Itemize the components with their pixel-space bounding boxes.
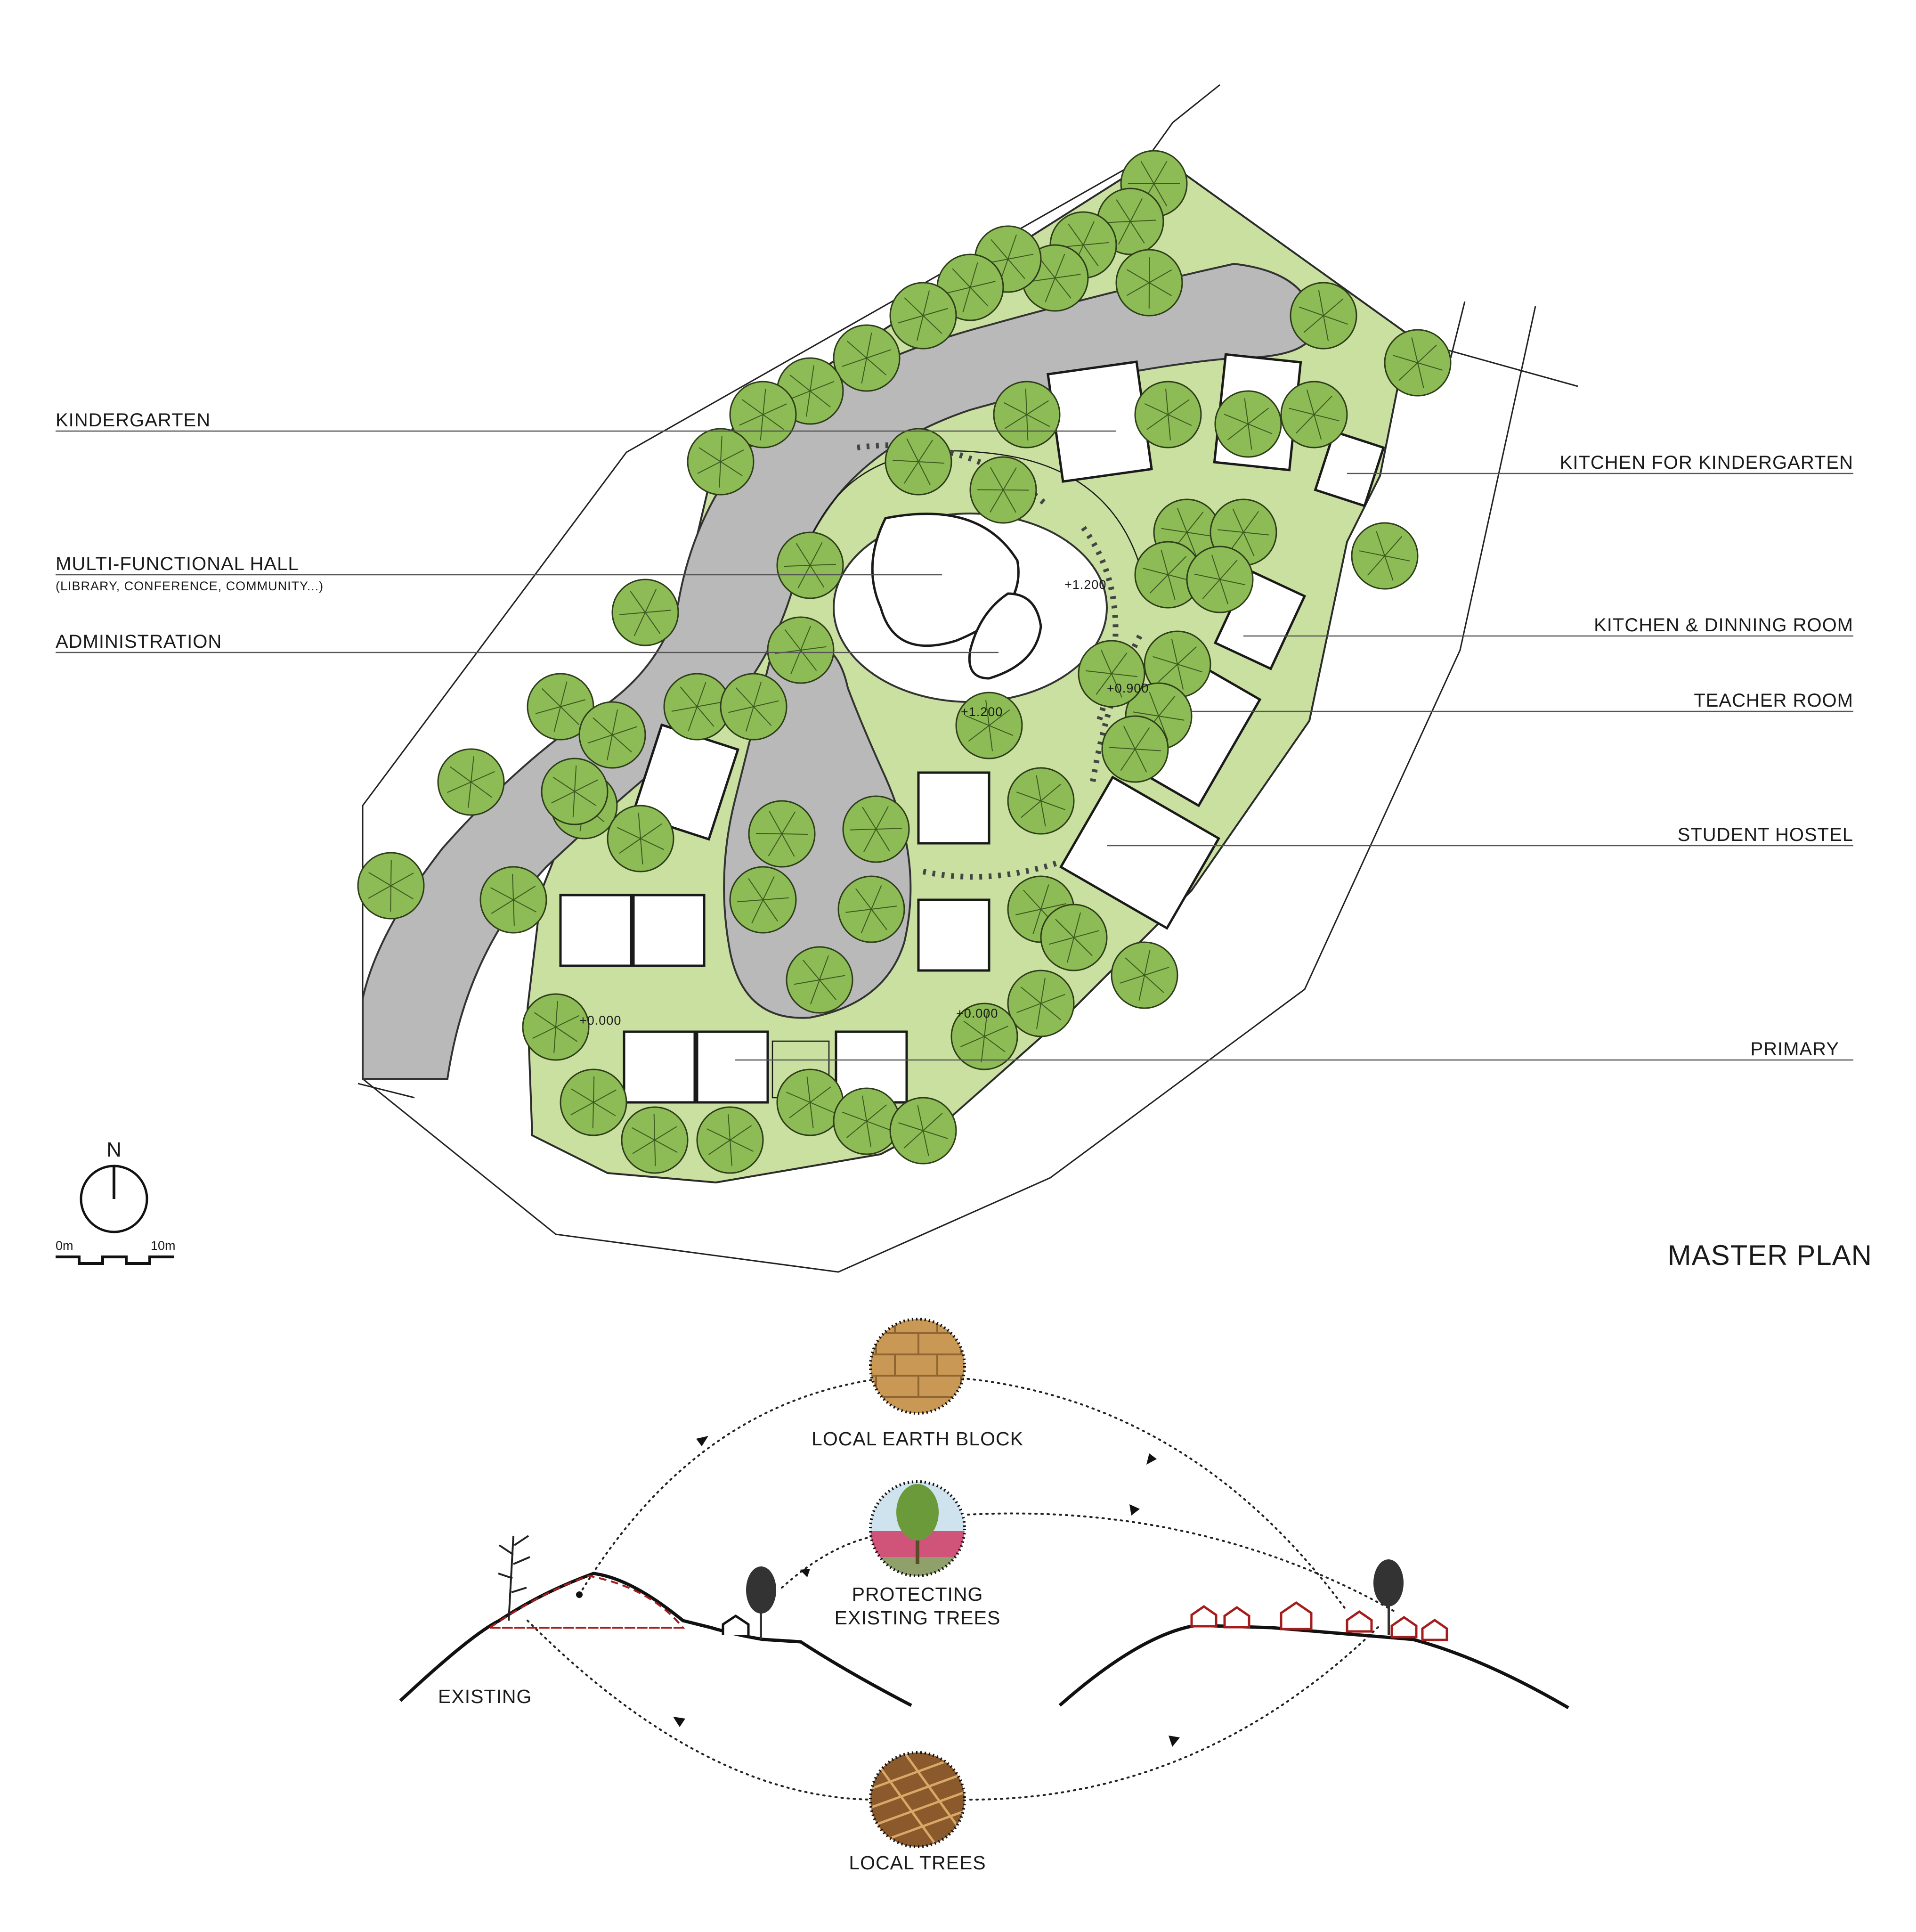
label-primary: PRIMARY: [1750, 1039, 1839, 1060]
level-mark-4: +1.200: [961, 705, 1003, 719]
bamboo-icon: [498, 1536, 530, 1621]
protecting-tree-icon: [867, 1479, 970, 1585]
label-existing-trees: EXISTING TREES: [835, 1607, 1001, 1629]
label-multi-functional-hall: MULTI-FUNCTIONAL HALL: [56, 554, 299, 574]
master-plan-title: MASTER PLAN: [1668, 1239, 1872, 1271]
tree-branch: [593, 1076, 594, 1102]
label-kitchen-dining: KITCHEN & DINNING ROOM: [1594, 615, 1853, 636]
concept-diagram: LOCAL EARTH BLOCK PROTECTING EXISTING TR…: [400, 1314, 1568, 1874]
level-mark-5: +0.900: [1107, 681, 1149, 695]
timber-icon: [867, 1748, 970, 1851]
classroom-block-e2: [918, 900, 989, 970]
tree-branch: [390, 886, 391, 912]
label-protecting: PROTECTING: [852, 1583, 983, 1605]
earth-block-icon: [867, 1314, 970, 1418]
level-mark-2: +0.000: [956, 1006, 998, 1020]
small-tree-icon: [746, 1566, 776, 1639]
north-letter: N: [106, 1138, 122, 1161]
label-existing: EXISTING: [438, 1686, 532, 1707]
classroom-block-w1: [560, 895, 631, 966]
classroom-block-e1: [918, 773, 989, 843]
label-local-trees: LOCAL TREES: [849, 1852, 986, 1874]
new-houses-icon: [1192, 1603, 1447, 1640]
label-kindergarten: KINDERGARTEN: [56, 410, 211, 431]
scale-start-label: 0m: [56, 1239, 73, 1253]
primary-block-2: [697, 1032, 768, 1102]
north-arrow: N: [81, 1138, 147, 1232]
scale-bar: 0m 10m: [56, 1239, 176, 1264]
label-teacher-room: TEACHER ROOM: [1694, 690, 1853, 711]
scale-end-label: 10m: [151, 1239, 176, 1253]
label-administration: ADMINISTRATION: [56, 631, 222, 652]
label-multi-functional-hall-sub: (LIBRARY, CONFERENCE, COMMUNITY...): [56, 579, 324, 593]
label-kitchen-kindergarten: KITCHEN FOR KINDERGARTEN: [1560, 452, 1853, 473]
label-student-hostel: STUDENT HOSTEL: [1678, 824, 1853, 845]
level-mark-3: +1.200: [1064, 578, 1106, 592]
new-hill-profile: [1060, 1625, 1568, 1708]
classroom-block-w2: [633, 895, 704, 966]
tree-branch: [654, 1114, 655, 1140]
tree-branch: [756, 833, 782, 834]
level-mark-1: +0.000: [579, 1013, 621, 1027]
label-local-earth-block: LOCAL EARTH BLOCK: [812, 1428, 1023, 1450]
primary-block-1: [624, 1032, 695, 1102]
